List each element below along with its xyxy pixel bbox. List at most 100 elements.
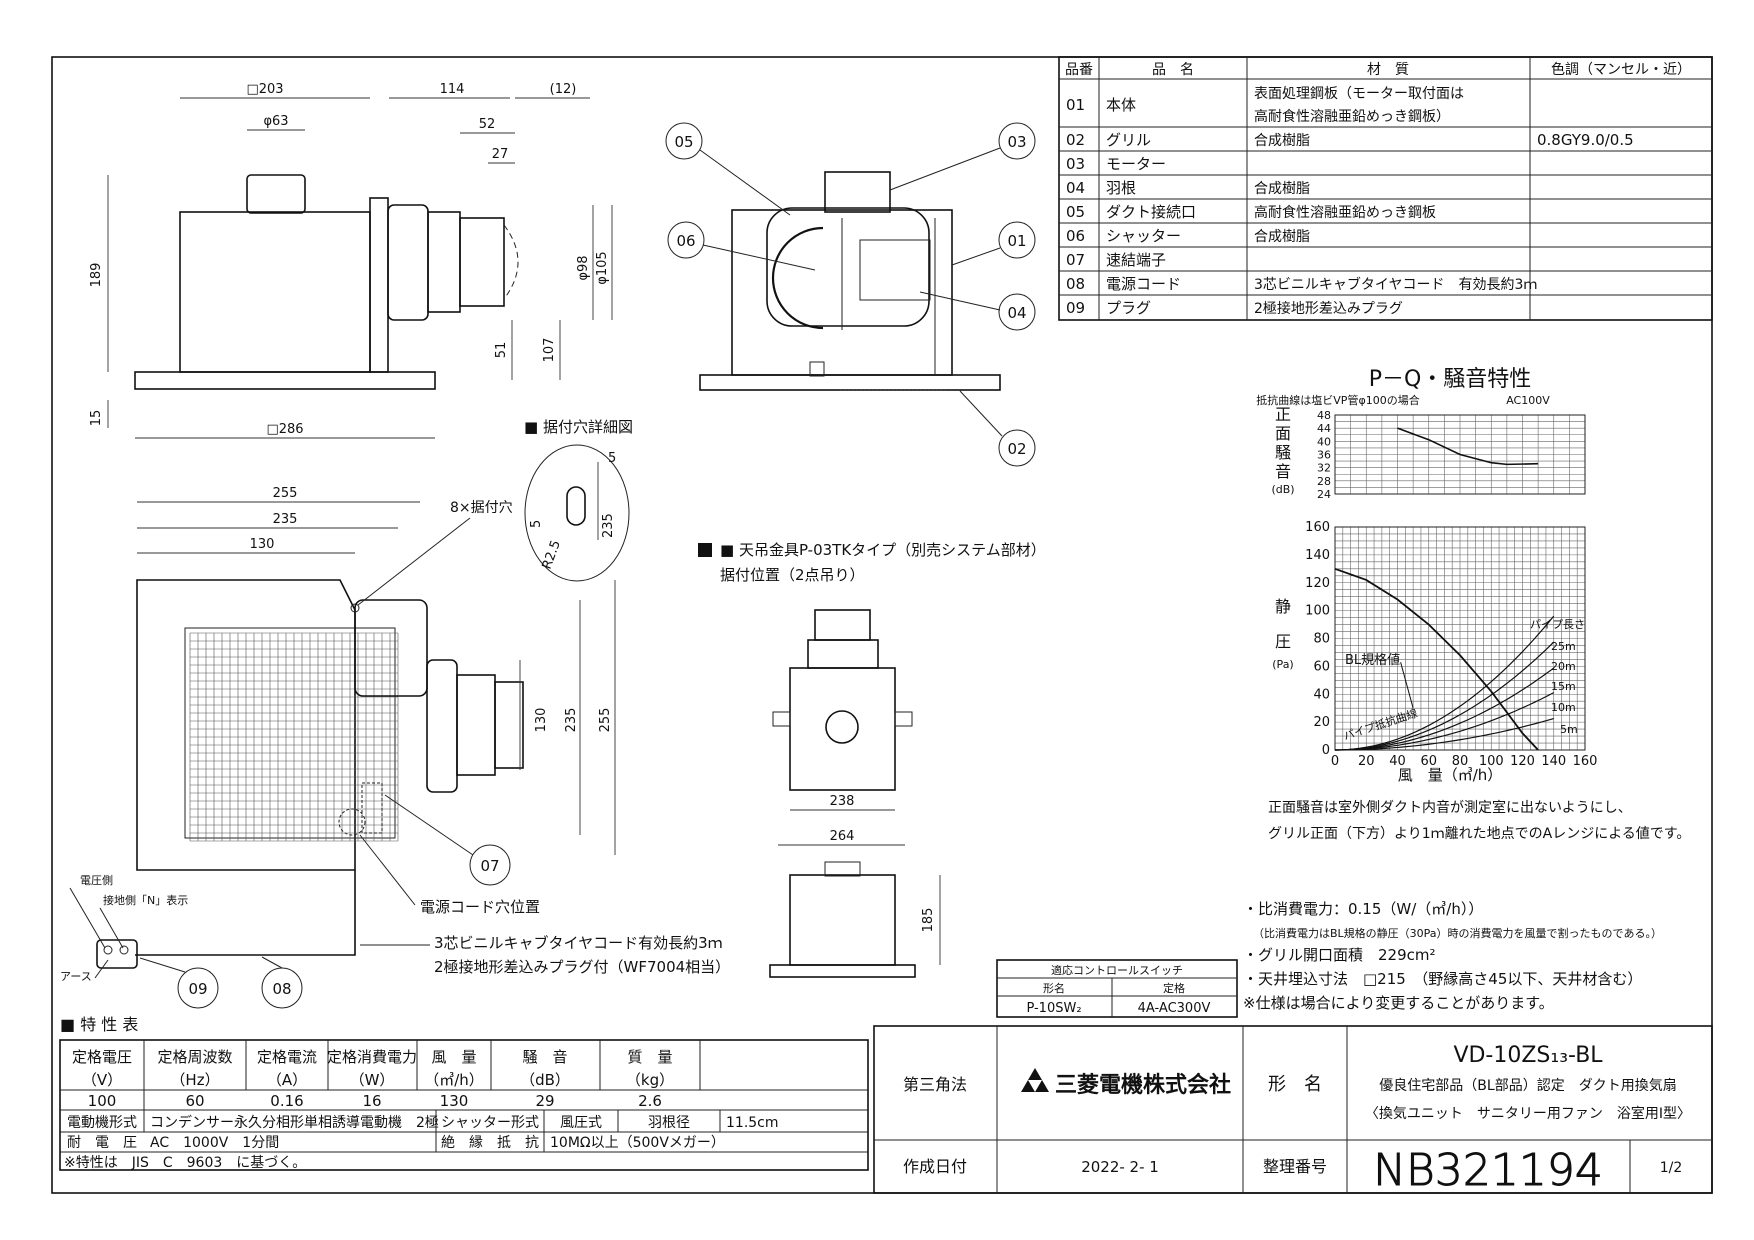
mount-dim-r: R2.5 <box>540 538 564 571</box>
pressure-label: 静 <box>1275 597 1291 616</box>
insulation-label: 絶 縁 抵 抗 <box>441 1135 539 1151</box>
noise-tick-label: 36 <box>1317 449 1331 462</box>
dim-189: 189 <box>89 263 104 288</box>
pipe-length-tag: 20m <box>1551 660 1576 673</box>
char-unit: （㎥/h） <box>424 1071 484 1089</box>
svg-text:09: 09 <box>188 980 207 998</box>
dim-15: 15 <box>89 410 104 427</box>
pq-x-tick-label: 80 <box>1452 754 1469 769</box>
sheet-frame <box>51 56 1713 1194</box>
bullet-square <box>698 543 712 557</box>
noise-tick-label: 40 <box>1317 435 1331 448</box>
noise-label: 音 <box>1275 462 1291 481</box>
pq-x-tick-label: 20 <box>1358 754 1375 769</box>
pq-y-tick-label: 20 <box>1313 715 1330 730</box>
pq-y-tick-label: 0 <box>1322 743 1330 758</box>
callout-03: 03 <box>889 122 1036 191</box>
dim-203: □203 <box>246 82 283 97</box>
char-header: 質 量 <box>627 1048 672 1066</box>
callout-08: 08 <box>261 956 303 1009</box>
projection-method: 第三角法 <box>903 1075 967 1094</box>
dim-v255: 255 <box>598 708 613 733</box>
pq-x-tick-label: 100 <box>1479 754 1504 769</box>
characteristics-title: ■ 特 性 表 <box>60 1015 138 1034</box>
dim-286: □286 <box>266 422 303 437</box>
pipe-resistance-curve <box>1334 641 1555 751</box>
char-header: 定格周波数 <box>157 1048 232 1066</box>
part-material: 高耐食性溶融亜鉛めっき鋼板 <box>1254 204 1436 221</box>
part-material: 合成樹脂 <box>1254 181 1310 197</box>
mount-hole-detail: ■ 据付穴詳細図 5 5 R2.5 235 <box>524 418 633 582</box>
drawing-number: NB321194 <box>1373 1145 1603 1196</box>
withstand-label: 耐 電 圧 <box>67 1135 137 1151</box>
char-value: 130 <box>440 1092 469 1110</box>
section-view-drawing: 05 06 03 01 04 02 <box>665 122 1036 467</box>
pq-y-tick-label: 120 <box>1305 576 1330 591</box>
part-no: 07 <box>1066 251 1085 269</box>
part-material: 合成樹脂 <box>1254 133 1310 149</box>
hanger-subtitle: 据付位置（2点吊り） <box>720 566 865 584</box>
pq-y-tick-label: 40 <box>1313 687 1330 702</box>
bl-leader-line <box>1400 662 1414 709</box>
noise-tick-label: 32 <box>1317 462 1331 475</box>
dim-63: φ63 <box>263 114 288 129</box>
noise-tick-label: 24 <box>1317 488 1331 501</box>
voltage-side-label: 電圧側 <box>80 874 113 887</box>
blade-label: 羽根径 <box>648 1115 690 1131</box>
part-no: 03 <box>1066 155 1085 173</box>
chart-remark-1: 正面騒音は室外側ダクト内音が測定室に出ないようにし、 <box>1268 799 1632 816</box>
part-no: 04 <box>1066 179 1085 197</box>
model-number: VD-10ZS₁₃-BL <box>1453 1043 1603 1068</box>
part-material: 合成樹脂 <box>1254 229 1310 245</box>
pq-x-tick-label: 40 <box>1389 754 1406 769</box>
insulation-value: 10MΩ以上（500Vメガー） <box>550 1135 725 1151</box>
pq-x-tick-label: 160 <box>1573 754 1598 769</box>
date-label: 作成日付 <box>903 1157 967 1176</box>
pipe-curve-label: パイプ抵抗曲線 <box>1342 706 1420 743</box>
dim-v235: 235 <box>564 708 579 733</box>
earth-label: アース <box>60 970 92 983</box>
spec-line-3: ・グリル開口面積 229cm² <box>1243 946 1436 964</box>
pq-x-tick-label: 140 <box>1541 754 1566 769</box>
dim-130: 130 <box>250 537 275 552</box>
pipe-length-label: パイプ長さ <box>1530 618 1585 631</box>
noise-label: 面 <box>1275 424 1291 443</box>
dim-52: 52 <box>479 117 496 132</box>
page-number: 1/2 <box>1660 1160 1683 1176</box>
part-name: 本体 <box>1106 96 1136 114</box>
part-material: 表面処理鋼板（モーター取付面は <box>1254 86 1464 102</box>
model-label: 形 名 <box>1268 1074 1322 1095</box>
callout-02: 02 <box>959 390 1036 467</box>
char-header: 定格電圧 <box>72 1048 132 1066</box>
char-value: 16 <box>362 1092 381 1110</box>
callout-06: 06 <box>667 221 816 271</box>
dim-238: 238 <box>830 794 855 809</box>
char-value: 100 <box>88 1092 117 1110</box>
part-no: 09 <box>1066 299 1085 317</box>
noise-frame <box>1334 414 1586 495</box>
part-name: プラグ <box>1106 299 1151 317</box>
characteristics-note: ※特性は JIS C 9603 に基づく。 <box>64 1154 306 1171</box>
char-header: 定格消費電力 <box>327 1048 417 1066</box>
pressure-label: 圧 <box>1275 632 1291 651</box>
pipe-resistance-curve <box>1334 615 1555 751</box>
part-name: 速結端子 <box>1106 251 1166 269</box>
part-no: 05 <box>1066 203 1085 221</box>
spec-line-1: ・比消費電力：0.15（W/（㎥/h）） <box>1243 900 1483 918</box>
pipe-length-tag: 15m <box>1551 680 1576 693</box>
mount-dim-5b: 5 <box>529 520 544 528</box>
chart-note-right: AC100V <box>1506 394 1550 407</box>
char-value: 60 <box>185 1092 204 1110</box>
parts-header-no: 品番 <box>1065 62 1093 78</box>
control-switch-table: 適応コントロールスイッチ 形名 定格 P-10SW₂ 4A-AC300V <box>996 959 1238 1018</box>
controller-model: P-10SW₂ <box>1026 1001 1081 1016</box>
motor-value: コンデンサー永久分相形単相誘導電動機 2極 <box>150 1114 439 1131</box>
dim-255: 255 <box>273 486 298 501</box>
part-material-cont: 高耐食性溶融亜鉛めっき鋼板） <box>1254 108 1450 125</box>
pq-y-tick-label: 60 <box>1313 659 1330 674</box>
pipe-length-tag: 5m <box>1560 723 1578 736</box>
dim-264: 264 <box>830 829 855 844</box>
chart-note-left: 抵抗曲線は塩ビVP管φ100の場合 <box>1256 393 1419 407</box>
svg-text:08: 08 <box>272 980 291 998</box>
